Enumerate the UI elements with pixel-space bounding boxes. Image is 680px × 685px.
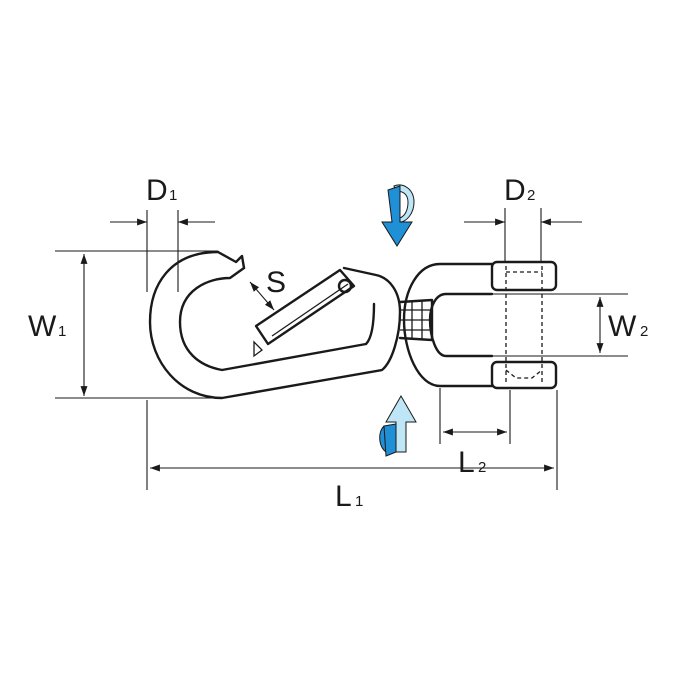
gate-pivot: [337, 278, 353, 294]
dimension-w2: W 2: [492, 293, 648, 357]
hook-tip: [216, 250, 246, 270]
label-d1-sub: 1: [169, 187, 177, 204]
label-l1-sub: 1: [355, 493, 363, 510]
hook-outer-contour: [148, 250, 402, 400]
dimension-l2: L 2: [439, 388, 511, 479]
dimension-l1: L 1: [146, 390, 558, 513]
pin-nut: [490, 360, 558, 390]
label-w2: W: [608, 310, 637, 343]
rotate-up-arrow-icon: [379, 394, 417, 457]
pin-head: [490, 260, 558, 292]
label-w2-sub: 2: [640, 323, 648, 340]
label-d1: D: [146, 174, 168, 207]
gate-inner-line: [271, 283, 349, 337]
hook-inner-contour: [178, 266, 376, 372]
gate-bar: [254, 268, 356, 346]
shackle-outer-bow: [402, 262, 494, 388]
label-w1-sub: 1: [58, 323, 66, 340]
label-s: S: [266, 266, 286, 299]
shackle: [402, 260, 558, 390]
label-l2: L: [458, 446, 475, 479]
gate-latch: [253, 340, 263, 358]
dimension-s: S: [249, 266, 286, 311]
label-d2: D: [504, 174, 526, 207]
rotate-down-arrow-icon: [381, 184, 415, 247]
label-l1: L: [335, 480, 352, 513]
dimension-w1: W 1: [28, 250, 222, 399]
label-d2-sub: 2: [527, 187, 535, 204]
label-w1: W: [28, 310, 57, 343]
shackle-inner-bow: [428, 292, 494, 358]
dimension-d1: D 1: [110, 174, 215, 292]
snap-hook: [148, 250, 402, 400]
dimension-d2: D 2: [464, 174, 582, 262]
